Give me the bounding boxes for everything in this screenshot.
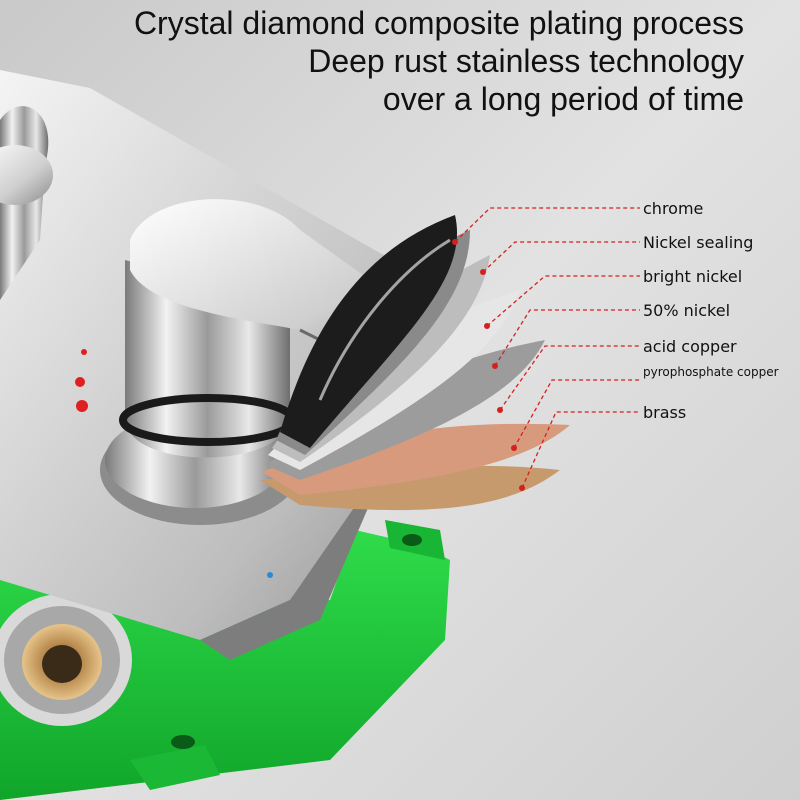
leader-endpoints xyxy=(452,239,525,491)
leader-pyrophosphate-copper xyxy=(513,379,640,449)
mounting-hole xyxy=(171,735,195,749)
leader-nickel-sealing xyxy=(482,241,640,273)
leader-lines xyxy=(454,207,640,489)
label-chrome: chrome xyxy=(643,199,704,218)
label-50-nickel: 50% nickel xyxy=(643,301,731,320)
green-housing xyxy=(0,520,450,800)
plating-layers xyxy=(260,215,570,511)
mounting-tab xyxy=(130,745,220,790)
headline-line-2: Deep rust stainless technology xyxy=(308,43,744,79)
leader-chrome xyxy=(454,207,640,243)
headline-line-3: over a long period of time xyxy=(382,81,744,117)
label-bright-nickel: bright nickel xyxy=(643,267,743,286)
leader-50-nickel xyxy=(494,309,640,367)
label-acid-copper: acid copper xyxy=(643,337,737,356)
headline: Crystal diamond composite plating proces… xyxy=(134,4,744,118)
layer-pyrophosphate-copper xyxy=(262,423,570,495)
inlet-fitting xyxy=(0,594,132,726)
label-brass: brass xyxy=(643,403,687,422)
label-pyrophosphate-copper: pyrophosphate copper xyxy=(643,365,779,379)
leader-acid-copper xyxy=(499,345,640,411)
diverter-knob xyxy=(0,106,53,300)
headline-line-1: Crystal diamond composite plating proces… xyxy=(133,5,744,41)
label-nickel-sealing: Nickel sealing xyxy=(643,233,754,252)
